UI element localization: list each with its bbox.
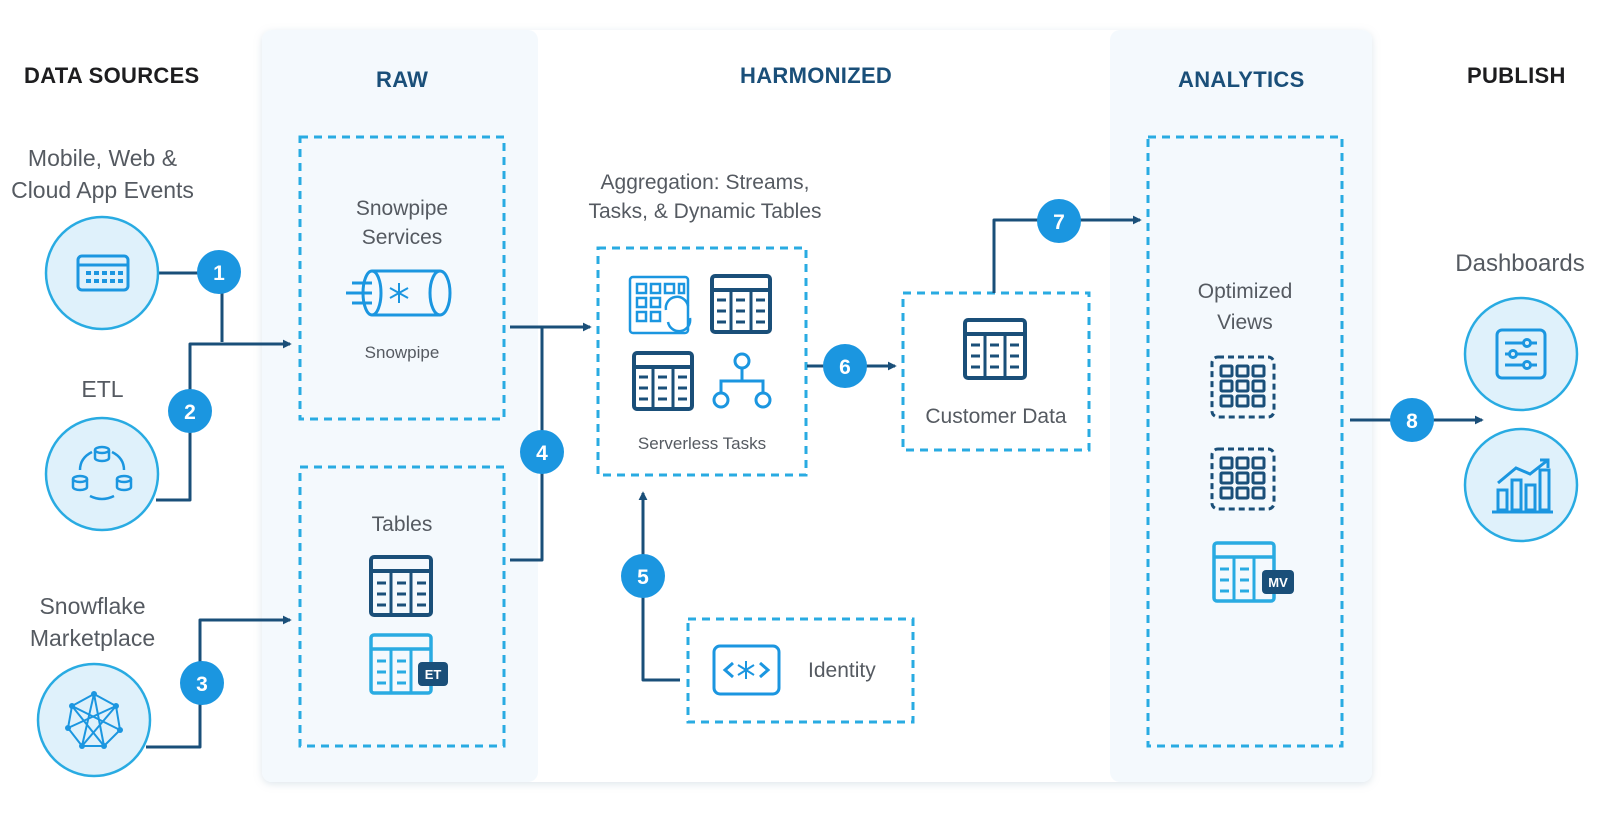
task-dag-icon (712, 352, 772, 409)
customer-data-box (901, 291, 1091, 452)
task-table-icon-1 (710, 274, 772, 334)
customer-data-table-icon (963, 318, 1027, 380)
task-table-icon-2 (632, 351, 694, 411)
svg-text:1: 1 (213, 262, 225, 285)
header-raw: RAW (376, 67, 429, 92)
dashboard-chart-icon (1463, 427, 1579, 543)
svg-text:ET: ET (425, 667, 442, 682)
step-badge-8: 8 (1390, 398, 1434, 442)
aggregation-title: Aggregation: Streams, Tasks, & Dynamic T… (560, 168, 850, 226)
header-publish: PUBLISH (1467, 63, 1566, 88)
marketplace-label-line2: Marketplace (29, 625, 156, 651)
svg-text:6: 6 (839, 356, 851, 379)
app-events-icon (44, 215, 160, 331)
serverless-tasks-label: Serverless Tasks (637, 434, 767, 453)
snowpipe-services-line1: Snowpipe (355, 197, 449, 220)
svg-text:3: 3 (196, 673, 208, 696)
step-badge-1: 1 (197, 250, 241, 294)
external-table-icon: ET (369, 633, 448, 695)
connector-tables (510, 327, 544, 562)
header-data-sources: DATA SOURCES (24, 63, 200, 88)
dashboard-settings-icon (1463, 296, 1579, 412)
svg-text:MV: MV (1268, 575, 1288, 590)
snowpipe-label: Snowpipe (364, 343, 440, 362)
events-label-line1: Mobile, Web & (27, 145, 178, 171)
connector-customer (992, 215, 1142, 293)
svg-text:5: 5 (637, 566, 649, 589)
step-badge-7: 7 (1037, 199, 1081, 243)
events-label-line2: Cloud App Events (11, 177, 194, 203)
step-badge-3: 3 (180, 661, 224, 705)
snowpipe-box (298, 135, 506, 421)
identity-box (686, 617, 915, 724)
optimized-view-icon-2 (1210, 447, 1276, 511)
step-badge-2: 2 (168, 389, 212, 433)
raw-panel (262, 30, 538, 782)
header-analytics: ANALYTICS (1178, 67, 1305, 92)
optimized-views-line1: Optimized (1197, 280, 1293, 303)
aggregation-line1: Aggregation: Streams, (600, 171, 810, 194)
identity-icon (712, 644, 781, 696)
optimized-views-box (1146, 135, 1344, 748)
marketplace-icon (36, 662, 152, 778)
dashboards-label: Dashboards (1455, 250, 1585, 277)
optimized-views-line2: Views (1217, 311, 1273, 334)
table-icon (369, 555, 433, 617)
marketplace-label-line1: Snowflake (39, 593, 146, 619)
etl-icon (44, 416, 160, 532)
pipeline-panel (262, 30, 1372, 782)
marketplace-label: Snowflake Marketplace (10, 590, 175, 654)
step-badge-5: 5 (621, 554, 665, 598)
svg-text:4: 4 (536, 442, 548, 465)
aggregation-line2: Tasks, & Dynamic Tables (588, 200, 822, 223)
etl-label: ETL (81, 376, 124, 402)
stream-grid-icon (628, 275, 692, 335)
snowpipe-services-title: Snowpipe Services (300, 194, 504, 252)
serverless-tasks-box (596, 246, 808, 477)
customer-data-label: Customer Data (925, 405, 1067, 428)
snowpipe-services-line2: Services (361, 226, 443, 249)
identity-label: Identity (808, 659, 876, 682)
step-badge-6: 6 (823, 344, 867, 388)
header-harmonized: HARMONIZED (740, 63, 893, 88)
svg-text:8: 8 (1406, 410, 1418, 433)
optimized-view-icon-1 (1210, 355, 1276, 419)
snowpipe-icon (346, 269, 452, 317)
materialized-view-icon: MV (1212, 541, 1294, 603)
tables-box (298, 465, 506, 748)
step-badge-4: 4 (520, 430, 564, 474)
events-label: Mobile, Web & Cloud App Events (0, 142, 205, 206)
svg-text:2: 2 (184, 401, 196, 424)
svg-text:7: 7 (1053, 211, 1065, 234)
optimized-views-title: Optimized Views (1148, 276, 1342, 338)
tables-title: Tables (371, 513, 433, 536)
